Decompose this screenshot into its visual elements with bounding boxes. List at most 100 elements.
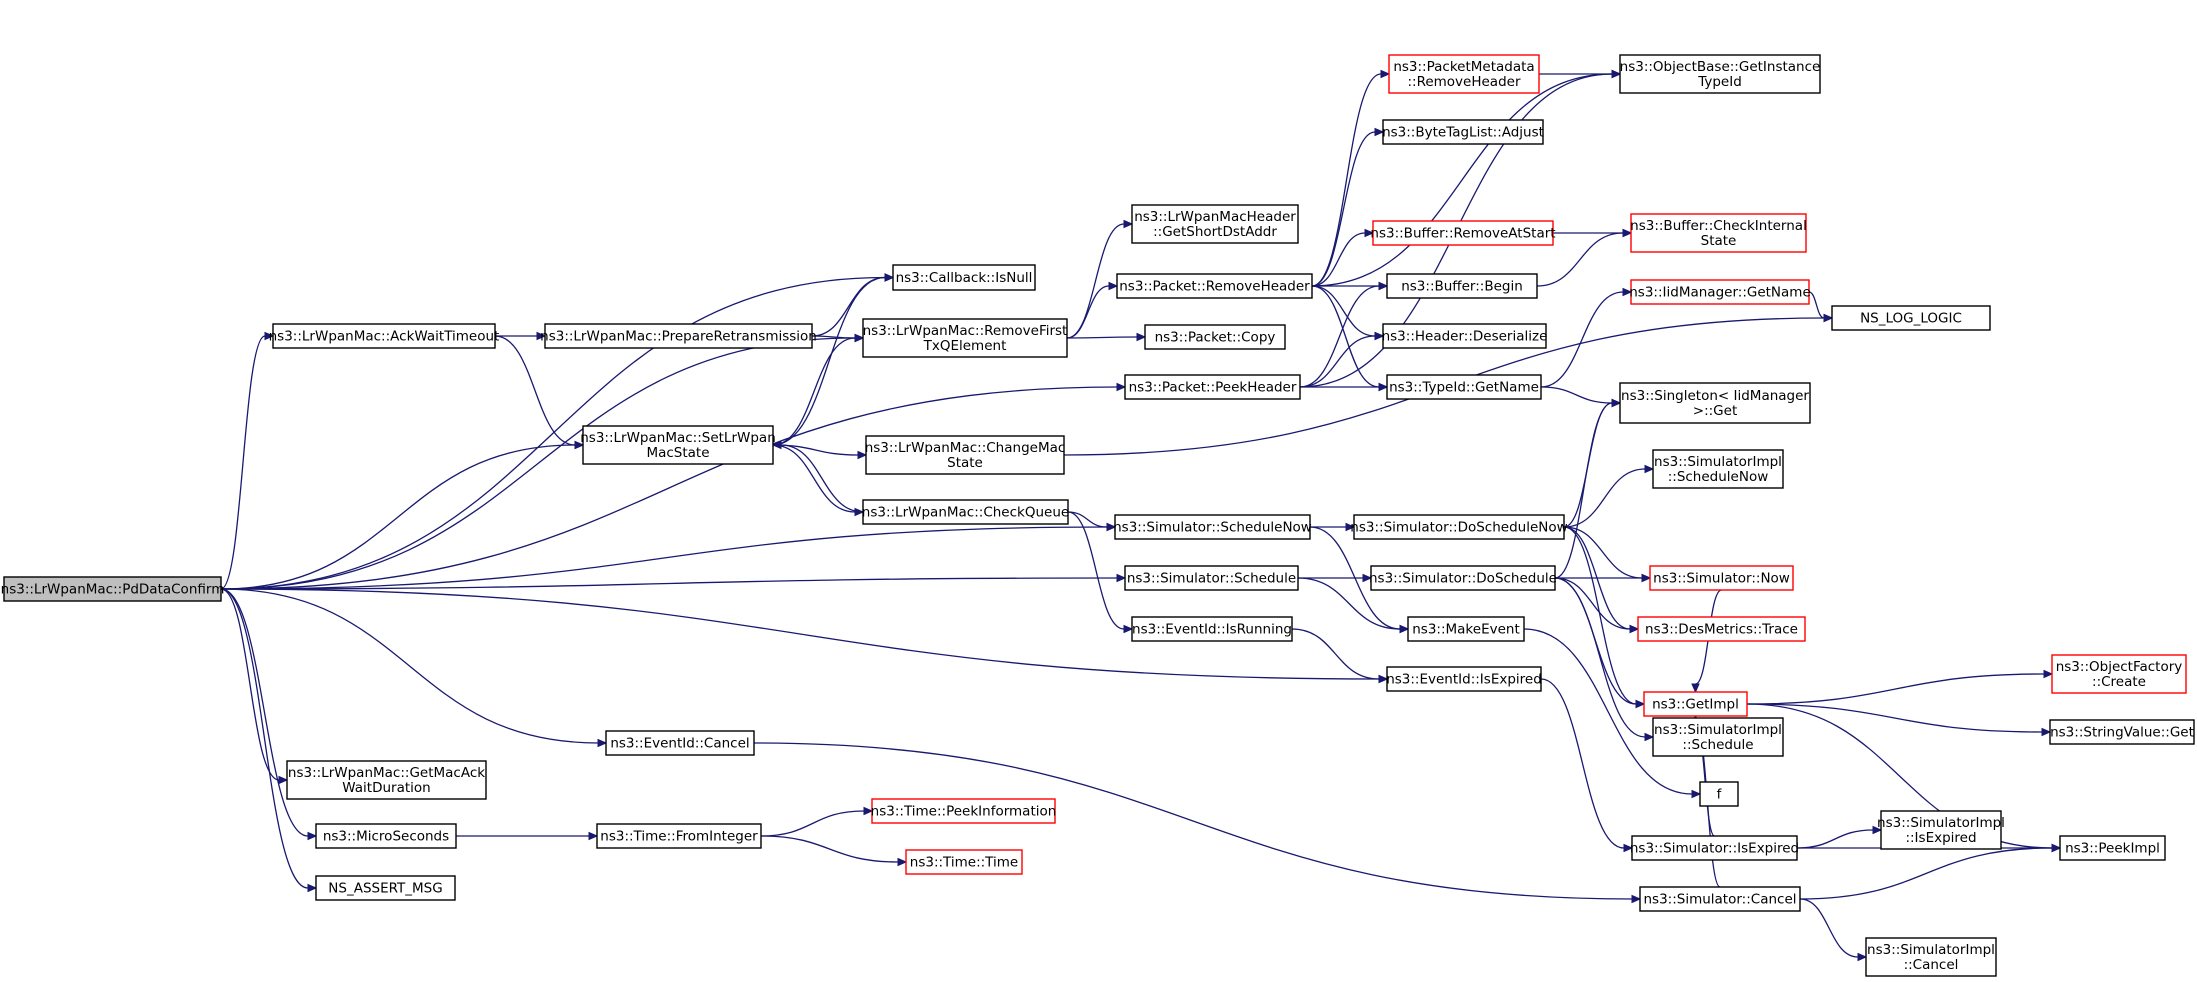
node-implisexpired[interactable]: ns3::SimulatorImpl::IsExpired	[1877, 810, 2005, 850]
node-box[interactable]	[3, 576, 222, 602]
node-implschednow[interactable]: ns3::SimulatorImpl::ScheduleNow	[1652, 449, 1784, 489]
node-box[interactable]	[1386, 666, 1542, 692]
node-bufremove[interactable]: ns3::Buffer::RemoveAtStart	[1370, 220, 1556, 246]
node-box[interactable]	[315, 875, 456, 901]
node-box[interactable]	[1116, 273, 1313, 299]
node-pmremove[interactable]: ns3::PacketMetadata::RemoveHeader	[1388, 54, 1540, 94]
node-implcancel[interactable]: ns3::SimulatorImpl::Cancel	[1865, 937, 1997, 977]
node-simsched[interactable]: ns3::Simulator::Schedule	[1124, 565, 1299, 591]
node-box[interactable]	[544, 323, 813, 349]
node-pktremovehdr[interactable]: ns3::Packet::RemoveHeader	[1116, 273, 1313, 299]
node-box[interactable]	[1631, 835, 1798, 861]
node-getimpl[interactable]: ns3::GetImpl	[1643, 691, 1748, 717]
node-simdoschednow[interactable]: ns3::Simulator::DoScheduleNow	[1350, 514, 1568, 540]
node-f[interactable]: f	[1699, 781, 1739, 807]
node-bytetag[interactable]: ns3::ByteTagList::Adjust	[1382, 119, 1544, 145]
node-box[interactable]	[862, 499, 1069, 525]
node-box[interactable]	[1382, 323, 1547, 349]
node-box[interactable]	[1131, 616, 1293, 642]
node-box[interactable]	[1649, 565, 1794, 591]
node-box[interactable]	[272, 323, 496, 349]
node-box[interactable]	[1370, 565, 1556, 591]
node-box[interactable]	[1372, 220, 1554, 246]
node-box[interactable]	[1124, 374, 1301, 400]
node-box[interactable]	[1880, 810, 2002, 850]
node-evexpired[interactable]: ns3::EventId::IsExpired	[1386, 666, 1542, 692]
node-simisexpired[interactable]: ns3::Simulator::IsExpired	[1630, 835, 1799, 861]
node-ackwait[interactable]: ns3::LrWpanMac::AckWaitTimeout	[269, 323, 500, 349]
node-box[interactable]	[1699, 781, 1739, 807]
node-box[interactable]	[1144, 324, 1286, 350]
node-box[interactable]	[871, 798, 1056, 824]
node-timetime[interactable]: ns3::Time::Time	[905, 849, 1023, 875]
node-box[interactable]	[1386, 273, 1538, 299]
node-objfactory[interactable]: ns3::ObjectFactory::Create	[2051, 654, 2187, 694]
node-typeidname[interactable]: ns3::TypeId::GetName	[1386, 374, 1542, 400]
node-box[interactable]	[1386, 374, 1542, 400]
node-box[interactable]	[1630, 279, 1810, 305]
node-simdosched[interactable]: ns3::Simulator::DoSchedule	[1369, 565, 1557, 591]
node-box[interactable]	[1652, 717, 1784, 757]
node-checkqueue[interactable]: ns3::LrWpanMac::CheckQueue	[862, 499, 1069, 525]
node-simschednow[interactable]: ns3::Simulator::ScheduleNow	[1113, 514, 1312, 540]
node-singleton[interactable]: ns3::Singleton< IidManager>::Get	[1619, 382, 1811, 424]
node-assertmsg[interactable]: NS_ASSERT_MSG	[315, 875, 456, 901]
node-hdrdeser[interactable]: ns3::Header::Deserialize	[1382, 323, 1548, 349]
node-box[interactable]	[1382, 119, 1544, 145]
node-simcancel[interactable]: ns3::Simulator::Cancel	[1639, 886, 1801, 912]
node-pktpeek[interactable]: ns3::Packet::PeekHeader	[1124, 374, 1301, 400]
node-prepretx[interactable]: ns3::LrWpanMac::PrepareRetransmission	[540, 323, 817, 349]
node-box[interactable]	[1619, 54, 1821, 94]
node-box[interactable]	[1831, 305, 1991, 331]
node-nslog[interactable]: NS_LOG_LOGIC	[1831, 305, 1991, 331]
node-box[interactable]	[1630, 213, 1807, 253]
node-box[interactable]	[2059, 835, 2166, 861]
node-box[interactable]	[865, 435, 1065, 475]
node-evcancel[interactable]: ns3::EventId::Cancel	[605, 730, 755, 756]
node-isnull[interactable]: ns3::Callback::IsNull	[892, 264, 1036, 291]
node-box[interactable]	[1865, 937, 1997, 977]
node-fromint[interactable]: ns3::Time::FromInteger	[596, 823, 762, 849]
node-box[interactable]	[1131, 204, 1299, 244]
node-peekimpl[interactable]: ns3::PeekImpl	[2059, 835, 2166, 861]
node-getshortdst[interactable]: ns3::LrWpanMacHeader::GetShortDstAddr	[1131, 204, 1299, 244]
node-box[interactable]	[892, 264, 1036, 291]
node-microseconds[interactable]: ns3::MicroSeconds	[315, 823, 457, 849]
node-box[interactable]	[605, 730, 755, 756]
node-destrace[interactable]: ns3::DesMetrics::Trace	[1637, 616, 1806, 642]
node-strvalue[interactable]: ns3::StringValue::Get	[2049, 719, 2195, 745]
node-box[interactable]	[2049, 719, 2195, 745]
node-bufbegin[interactable]: ns3::Buffer::Begin	[1386, 273, 1538, 299]
node-box[interactable]	[2051, 654, 2187, 694]
node-box[interactable]	[1619, 382, 1811, 424]
node-pktcopy[interactable]: ns3::Packet::Copy	[1144, 324, 1286, 350]
node-box[interactable]	[862, 318, 1068, 358]
node-box[interactable]	[1124, 565, 1299, 591]
node-box[interactable]	[286, 760, 487, 800]
node-box[interactable]	[1643, 691, 1748, 717]
node-box[interactable]	[1388, 54, 1540, 94]
node-box[interactable]	[1652, 449, 1784, 489]
node-simnow[interactable]: ns3::Simulator::Now	[1649, 565, 1794, 591]
node-box[interactable]	[582, 425, 774, 465]
node-box[interactable]	[1114, 514, 1311, 540]
node-box[interactable]	[1353, 514, 1565, 540]
node-box[interactable]	[596, 823, 762, 849]
node-iidname[interactable]: ns3::IidManager::GetName	[1629, 279, 1811, 305]
node-peekinfo[interactable]: ns3::Time::PeekInformation	[871, 798, 1057, 824]
node-box[interactable]	[315, 823, 457, 849]
node-box[interactable]	[905, 849, 1023, 875]
node-evrunning[interactable]: ns3::EventId::IsRunning	[1131, 616, 1293, 642]
node-box[interactable]	[1637, 616, 1806, 642]
node-implsched[interactable]: ns3::SimulatorImpl::Schedule	[1652, 717, 1784, 757]
node-box[interactable]	[1639, 886, 1801, 912]
node-root[interactable]: ns3::LrWpanMac::PdDataConfirm	[1, 576, 225, 602]
node-box[interactable]	[1407, 616, 1525, 642]
node-makeevent[interactable]: ns3::MakeEvent	[1407, 616, 1525, 642]
